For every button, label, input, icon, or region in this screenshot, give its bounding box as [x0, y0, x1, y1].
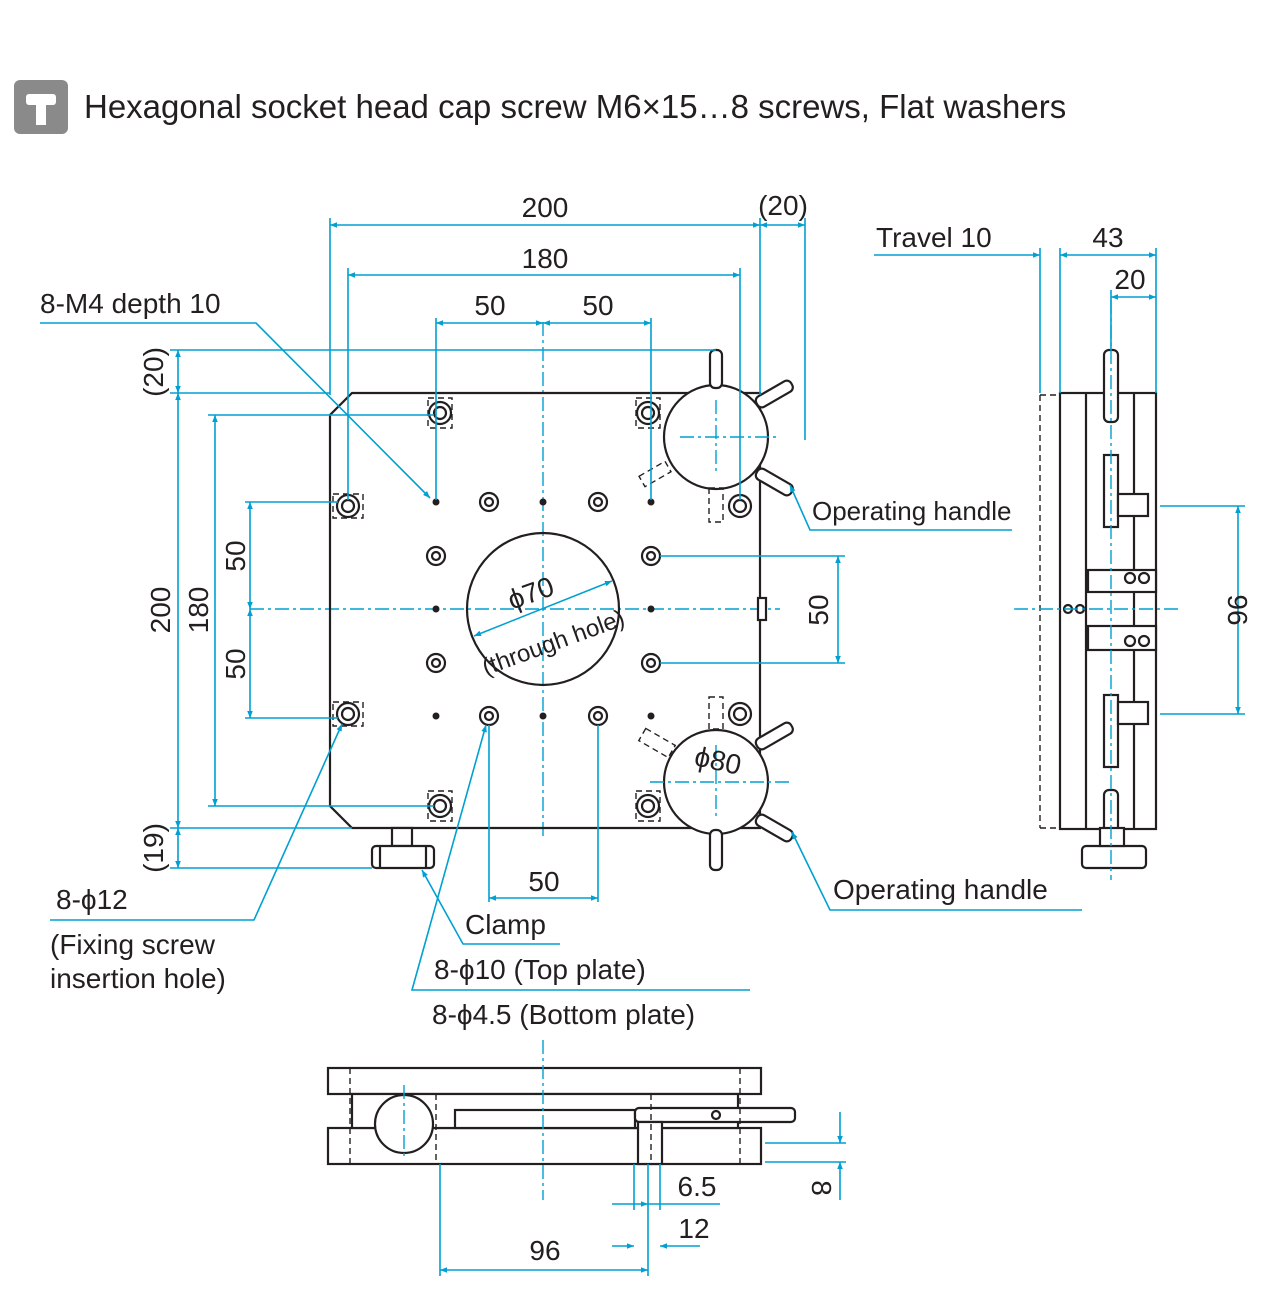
dim-96-front: 96: [529, 1235, 560, 1266]
dim-8: 8: [806, 1180, 837, 1196]
label-phi10-top-plate: 8-ϕ10 (Top plate): [434, 954, 646, 985]
label-clamp: Clamp: [465, 909, 546, 940]
labels: 200 (20) 180 50 50 8-M4 depth 10 (20) 20…: [40, 190, 1253, 1266]
dim-50-right: 50: [582, 290, 613, 321]
label-travel-10: Travel 10: [876, 222, 992, 253]
dim-50-lower: 50: [220, 648, 251, 679]
dim-12: 12: [678, 1213, 709, 1244]
hex-socket-screw-icon: [14, 80, 68, 134]
label-phi45-bottom-plate: 8-ϕ4.5 (Bottom plate): [432, 999, 695, 1030]
dim-6-5: 6.5: [678, 1171, 717, 1202]
dim-20-side: 20: [1114, 264, 1145, 295]
page-title: Hexagonal socket head cap screw M6×15…8 …: [84, 88, 1067, 125]
handle-hub-top: [638, 348, 794, 523]
label-fixing-screw-1: (Fixing screw: [50, 929, 216, 960]
dimension-lines: [175, 222, 841, 901]
front-view: [326, 1040, 846, 1276]
dim-180-height: 180: [183, 587, 214, 634]
dim-180-width: 180: [522, 243, 569, 274]
extension-lines: [170, 218, 845, 902]
dim-50-left: 50: [474, 290, 505, 321]
dim-50-upper: 50: [220, 540, 251, 571]
handle-hub-bottom: [637, 696, 794, 872]
dim-200-width: 200: [522, 192, 569, 223]
header: Hexagonal socket head cap screw M6×15…8 …: [14, 78, 1066, 136]
side-tab: [756, 596, 768, 622]
dim-50-right-side: 50: [803, 594, 834, 625]
label-through-hole: (through hole): [479, 605, 629, 681]
label-fixing-screw-2: insertion hole): [50, 963, 226, 994]
dim-96-side: 96: [1222, 594, 1253, 625]
side-view: [874, 248, 1245, 880]
m4-holes: [432, 498, 655, 720]
label-operating-handle-bottom: Operating handle: [833, 874, 1048, 905]
dim-43: 43: [1092, 222, 1123, 253]
leader-lines: [40, 322, 1082, 991]
label-operating-handle-top: Operating handle: [812, 496, 1011, 526]
label-phi70: ϕ70: [503, 570, 558, 615]
dim-200-height: 200: [145, 587, 176, 634]
label-phi12: 8-ϕ12: [56, 884, 128, 915]
top-view: [40, 218, 1082, 991]
label-m4-depth: 8-M4 depth 10: [40, 288, 221, 319]
dim-50-bottom: 50: [528, 866, 559, 897]
dim-20-height: (20): [138, 347, 169, 397]
clamp-knob: [370, 826, 436, 870]
dim-19-height: (19): [138, 823, 169, 873]
dim-20-width: (20): [758, 190, 808, 221]
through-hole: [465, 531, 621, 687]
